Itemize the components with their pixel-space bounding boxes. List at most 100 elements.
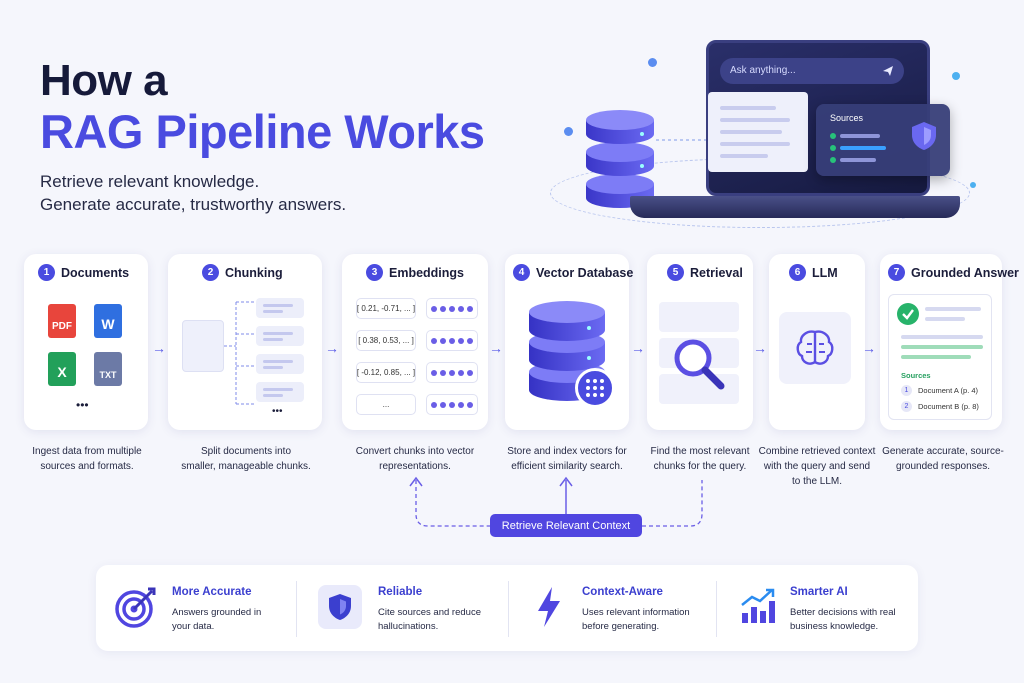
chunk-block bbox=[256, 354, 304, 374]
arrow-icon: → bbox=[753, 340, 767, 356]
grid-badge-icon bbox=[575, 368, 615, 408]
step-title: Retrieval bbox=[690, 265, 743, 280]
decor-dot bbox=[952, 72, 960, 80]
step-card-embeddings: 3 Embeddings [ 0.21, -0.71, ... ] [ 0.38… bbox=[342, 254, 488, 430]
vector-dots bbox=[426, 330, 478, 351]
answer-sources-label: Sources bbox=[901, 371, 931, 380]
step-title: Vector Database bbox=[536, 265, 634, 280]
answer-panel: Sources 1 Document A (p. 4) 2 Document B… bbox=[888, 294, 992, 420]
more-icon: ••• bbox=[76, 398, 89, 412]
split-lines bbox=[224, 301, 256, 405]
step-number: 4 bbox=[513, 264, 530, 281]
divider bbox=[508, 581, 509, 637]
step-title: Documents bbox=[61, 265, 130, 280]
step-card-llm: 6 LLM bbox=[769, 254, 865, 430]
step-card-chunking: 2 Chunking ••• bbox=[168, 254, 322, 430]
arrow-icon: → bbox=[489, 340, 503, 356]
source-label: Document A (p. 4) bbox=[918, 386, 979, 395]
step-number: 2 bbox=[202, 264, 219, 281]
hero-doc-panel bbox=[708, 92, 808, 172]
divider bbox=[296, 581, 297, 637]
title-line-2: RAG Pipeline Works bbox=[40, 105, 485, 158]
subtitle-line-1: Retrieve relevant knowledge. bbox=[40, 172, 260, 191]
lightning-icon bbox=[538, 587, 560, 627]
vector-value: [ 0.38, 0.53, ... ] bbox=[356, 330, 416, 351]
vector-value: ... bbox=[356, 394, 416, 415]
arrow-icon: → bbox=[862, 340, 876, 356]
excel-file-icon: X bbox=[48, 352, 76, 386]
vector-value: [ -0.12, 0.85, ... ] bbox=[356, 362, 416, 383]
step-header: 6 LLM bbox=[789, 264, 838, 281]
step-number: 1 bbox=[38, 264, 55, 281]
pdf-file-icon: PDF bbox=[48, 304, 76, 338]
target-icon bbox=[115, 587, 156, 628]
chunk-block bbox=[256, 326, 304, 346]
txt-file-icon: TXT bbox=[94, 352, 122, 386]
vector-dots bbox=[426, 394, 478, 415]
benefit-title: Context-Aware bbox=[582, 586, 663, 598]
hero-sources-label: Sources bbox=[830, 113, 864, 123]
database-icon bbox=[586, 110, 654, 208]
step-header: 5 Retrieval bbox=[667, 264, 743, 281]
hero-search-placeholder: Ask anything... bbox=[730, 65, 796, 76]
step-title: Chunking bbox=[225, 265, 283, 280]
retrieve-context-label: Retrieve Relevant Context bbox=[490, 514, 642, 537]
step-number: 3 bbox=[366, 264, 383, 281]
more-icon: ••• bbox=[272, 406, 283, 417]
decor-dot bbox=[648, 58, 657, 67]
retrieved-chunk bbox=[659, 374, 739, 404]
step-header: 7 Grounded Answer bbox=[888, 264, 1019, 281]
benefit-title: Reliable bbox=[378, 586, 423, 598]
shield-icon bbox=[912, 122, 936, 150]
step-header: 4 Vector Database bbox=[513, 264, 633, 281]
growth-chart-icon bbox=[741, 588, 775, 623]
hero-sources-panel: Sources bbox=[816, 104, 950, 176]
step-title: LLM bbox=[812, 265, 838, 280]
step-number: 7 bbox=[888, 264, 905, 281]
step-header: 1 Documents bbox=[38, 264, 129, 281]
divider bbox=[716, 581, 717, 637]
title-line-1: How a bbox=[40, 56, 168, 105]
source-item[interactable]: 1 Document A (p. 4) bbox=[901, 385, 978, 396]
magnifier-icon bbox=[674, 339, 725, 390]
hero-illustration: Ask anything... Sources bbox=[540, 30, 1020, 240]
chunk-block bbox=[256, 382, 304, 402]
step-description: Generate accurate, source-grounded respo… bbox=[882, 446, 1004, 472]
source-number: 1 bbox=[901, 385, 912, 396]
step-number: 5 bbox=[667, 264, 684, 281]
word-file-icon: W bbox=[94, 304, 122, 338]
feedback-loop-lines bbox=[409, 476, 703, 527]
source-item[interactable]: 2 Document B (p. 8) bbox=[901, 401, 979, 412]
benefit-title: More Accurate bbox=[172, 586, 252, 598]
check-icon bbox=[897, 303, 919, 325]
source-label: Document B (p. 8) bbox=[918, 402, 979, 411]
arrow-icon: → bbox=[631, 340, 645, 356]
vector-value: [ 0.21, -0.71, ... ] bbox=[356, 298, 416, 319]
source-number: 2 bbox=[901, 401, 912, 412]
arrow-icon: → bbox=[152, 340, 166, 356]
laptop-base bbox=[630, 196, 960, 218]
step-card-grounded-answer: 7 Grounded Answer Sources 1 Document A (… bbox=[880, 254, 1019, 430]
step-card-retrieval: 5 Retrieval bbox=[647, 254, 753, 430]
step-title: Grounded Answer bbox=[911, 265, 1019, 280]
step-header: 2 Chunking bbox=[202, 264, 283, 281]
arrow-icon: → bbox=[325, 340, 339, 356]
send-icon[interactable] bbox=[882, 65, 894, 77]
source-document-icon bbox=[182, 320, 224, 372]
hero-search-bar[interactable]: Ask anything... bbox=[720, 58, 904, 84]
vector-dots bbox=[426, 298, 478, 319]
step-card-vector-database: 4 Vector Database bbox=[505, 254, 633, 430]
shield-icon bbox=[318, 585, 362, 629]
